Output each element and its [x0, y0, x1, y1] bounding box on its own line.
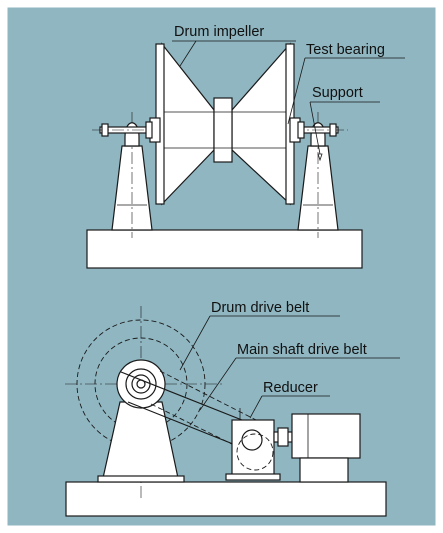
leader-drum-impeller — [172, 40, 296, 67]
motor-body — [291, 413, 361, 459]
leader-support — [309, 101, 380, 155]
leader-main-shaft-drive-belt — [199, 357, 400, 411]
label-test-bearing: Test bearing — [306, 42, 385, 58]
leader-test-bearing — [287, 57, 405, 125]
drum-hub — [213, 97, 233, 163]
label-reducer: Reducer — [263, 380, 318, 396]
leader-drum-drive-belt — [179, 315, 340, 371]
left-support-cap — [124, 122, 140, 147]
label-drum-impeller: Drum impeller — [174, 24, 264, 40]
side-base-plate — [65, 481, 387, 517]
label-support: Support — [312, 85, 363, 101]
front-view — [86, 40, 405, 269]
side-view — [65, 306, 400, 517]
label-drum-drive-belt: Drum drive belt — [211, 300, 309, 316]
drum-drive-belt — [120, 371, 253, 451]
front-base-plate — [86, 229, 363, 269]
main-shaft-drive-belt — [150, 370, 259, 456]
label-main-shaft-drive-belt: Main shaft drive belt — [237, 342, 367, 358]
leader-reducer — [249, 395, 330, 419]
